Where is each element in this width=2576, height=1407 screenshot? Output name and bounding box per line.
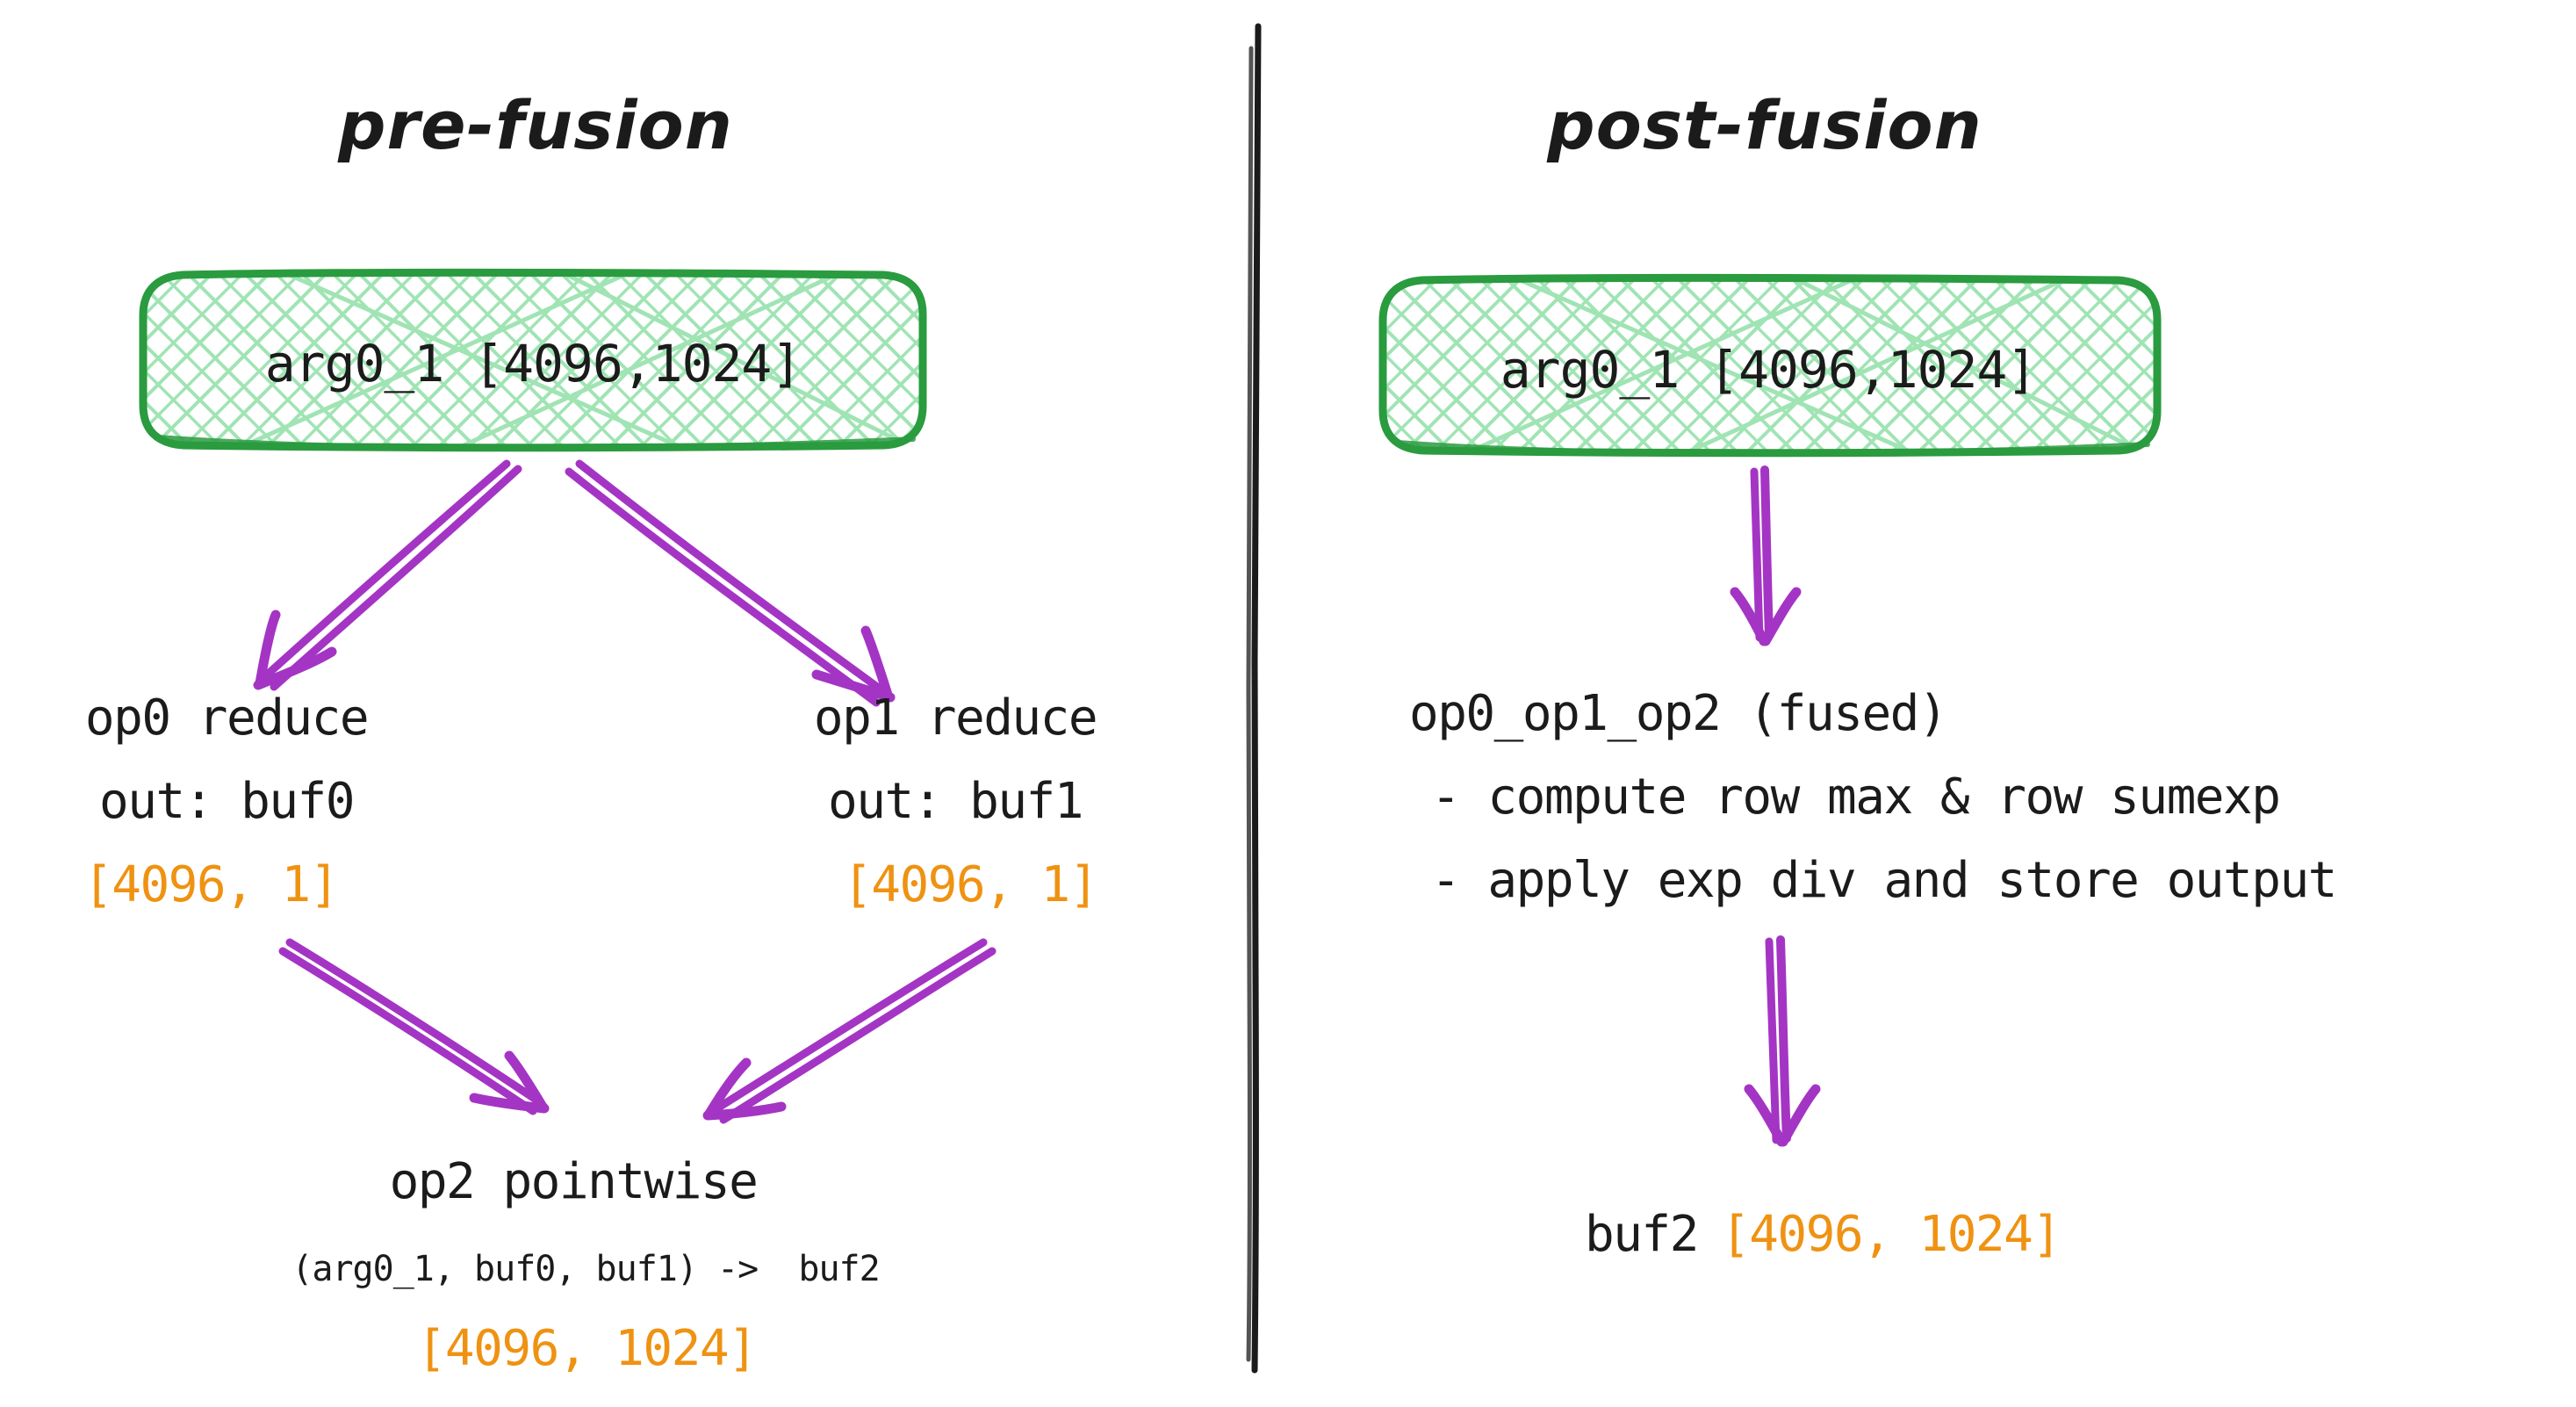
edge-arg0-to-op0	[253, 459, 522, 691]
edge-arg0-to-fused	[1730, 465, 1802, 646]
edge-fused-to-buf2	[1744, 935, 1821, 1147]
left-input-node-box	[139, 268, 927, 452]
right-input-node-box	[1378, 273, 2162, 458]
panel-divider	[1246, 23, 1262, 1374]
edge-op1-to-op2	[702, 938, 997, 1124]
edge-arg0-to-op1	[565, 459, 896, 707]
edge-op0-to-op2	[278, 938, 550, 1115]
